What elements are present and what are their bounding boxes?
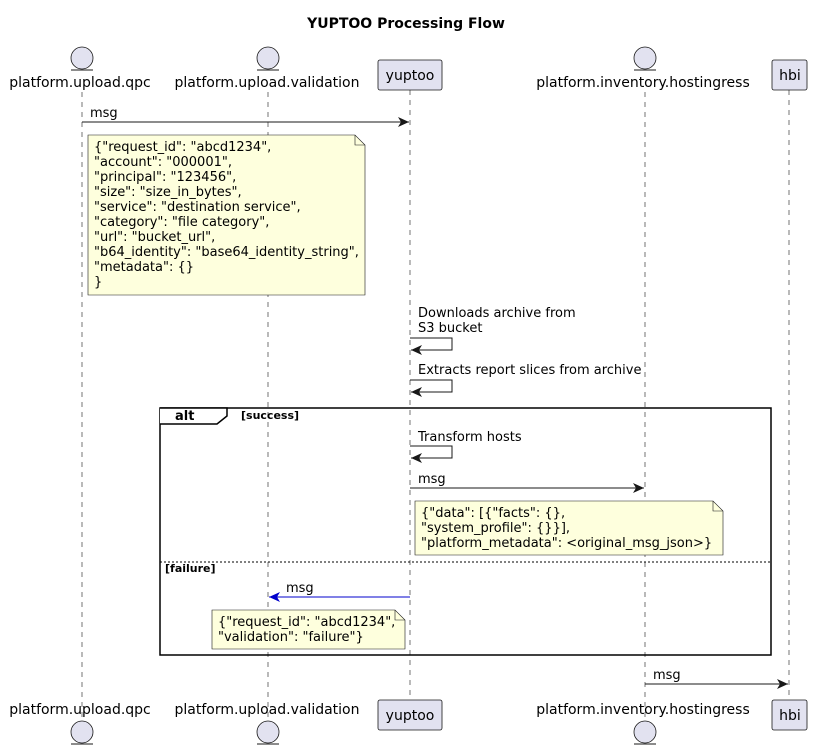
participant-label: hbi	[779, 68, 801, 84]
message-label: msg	[286, 581, 314, 596]
participant-label: platform.upload.validation	[175, 702, 360, 718]
note-line: {"data": [{"facts": {},	[421, 506, 565, 521]
participant-label: yuptoo	[386, 708, 435, 724]
alt-guard-success: [success]	[241, 409, 299, 422]
entity-icon	[70, 46, 94, 70]
note-line: "service": "destination service",	[94, 200, 301, 215]
note-hostingress: {"data": [{"facts": {}, "system_profile"…	[414, 500, 724, 556]
message-label: msg	[418, 472, 446, 487]
message-label: msg	[90, 106, 118, 121]
message-label: Transform hosts	[417, 430, 522, 445]
participant-box	[771, 699, 808, 731]
note-validation: {"request_id": "abcd1234", "validation":…	[211, 609, 406, 650]
note-line: "system_profile": {}}],	[421, 521, 570, 536]
participant-yuptoo-top: yuptoo	[377, 59, 443, 91]
note-line: "metadata": {}	[94, 260, 194, 275]
participant-hostingress-bottom: platform.inventory.hostingress	[536, 702, 750, 745]
entity-icon	[70, 720, 94, 744]
participant-qpc-top: platform.upload.qpc	[9, 46, 151, 91]
note-qpc: {"request_id": "abcd1234", "account": "0…	[87, 134, 366, 296]
participant-hostingress-top: platform.inventory.hostingress	[536, 46, 750, 91]
note-line: "url": "bucket_url",	[94, 230, 215, 245]
participant-box	[771, 59, 808, 91]
note-line: {"request_id": "abcd1234",	[218, 615, 395, 630]
message-label-line: Downloads archive from	[418, 306, 576, 321]
self-message-arrow	[410, 337, 453, 355]
note-line: "category": "file category",	[94, 215, 269, 230]
note-line: "account": "000001",	[94, 155, 232, 170]
alt-guard-failure: [failure]	[165, 562, 216, 575]
message-label: msg	[653, 668, 681, 683]
note-line: "platform_metadata": <original_msg_json>…	[421, 536, 712, 551]
note-line: "size": "size_in_bytes",	[94, 185, 242, 200]
participant-validation-top: platform.upload.validation	[175, 46, 360, 91]
note-line: "principal": "123456",	[94, 170, 236, 185]
participant-label: platform.inventory.hostingress	[536, 702, 750, 718]
message-label: Extracts report slices from archive	[418, 363, 641, 378]
participant-box	[377, 59, 443, 91]
participant-box	[377, 699, 443, 731]
note-line: "b64_identity": "base64_identity_string"…	[94, 245, 359, 260]
participant-label: platform.upload.qpc	[9, 702, 151, 718]
entity-icon	[256, 46, 280, 70]
alt-frame: alt [success] [failure]	[159, 407, 772, 656]
message-label-line: S3 bucket	[418, 321, 482, 336]
participant-validation-bottom: platform.upload.validation	[175, 702, 360, 745]
self-message-arrow	[410, 445, 453, 463]
participant-qpc-bottom: platform.upload.qpc	[9, 702, 151, 745]
note-line: }	[94, 275, 102, 290]
entity-icon	[633, 46, 657, 70]
participant-label: platform.upload.qpc	[9, 75, 151, 91]
self-message-arrow	[410, 379, 453, 397]
note-line: "validation": "failure"}	[218, 630, 364, 645]
participant-label: hbi	[779, 708, 801, 724]
note-line: {"request_id": "abcd1234",	[94, 140, 271, 155]
participant-yuptoo-bottom: yuptoo	[377, 699, 443, 731]
participant-label: platform.inventory.hostingress	[536, 75, 750, 91]
alt-keyword: alt	[175, 409, 194, 424]
participant-hbi-top: hbi	[771, 59, 808, 91]
participant-label: platform.upload.validation	[175, 75, 360, 91]
entity-icon	[633, 720, 657, 744]
entity-icon	[256, 720, 280, 744]
participant-label: yuptoo	[386, 68, 435, 84]
participant-hbi-bottom: hbi	[771, 699, 808, 731]
diagram-title: YUPTOO Processing Flow	[306, 16, 505, 32]
